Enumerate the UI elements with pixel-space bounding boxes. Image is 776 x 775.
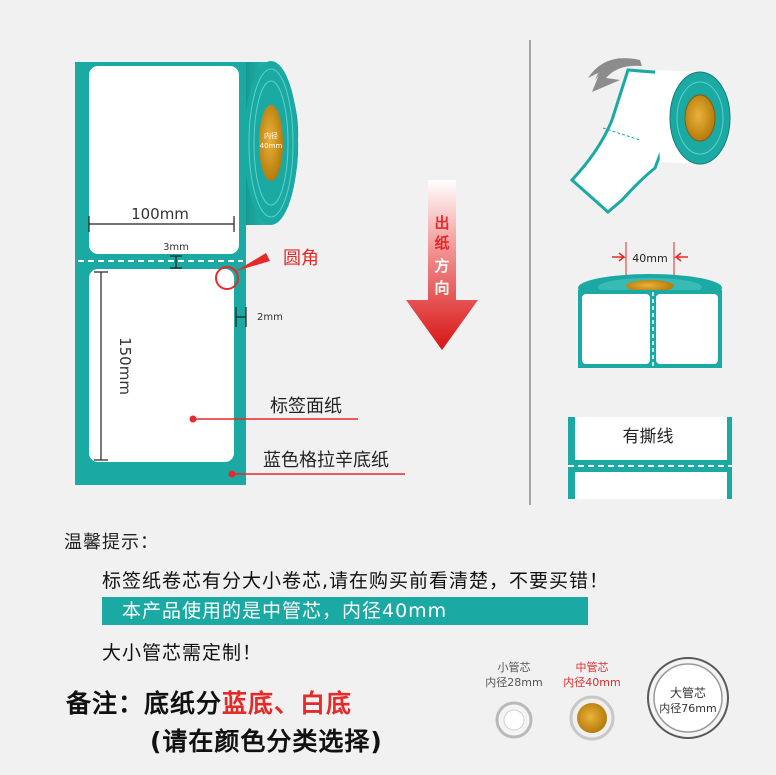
small-core-spec: 内径28mm — [485, 675, 542, 689]
corner-label: 圆角 — [283, 248, 319, 269]
direction-char-3: 方 — [434, 257, 449, 275]
height-label: 150mm — [116, 337, 134, 395]
corner-highlight-circle — [215, 266, 239, 290]
core-label-line1: 内径 — [264, 131, 278, 140]
roll-side-view: 40mm — [578, 242, 722, 368]
tear-sample-label-bottom — [575, 472, 727, 499]
large-core-spec: 内径76mm — [659, 701, 716, 715]
paper-direction-arrow: 出 纸 方 向 — [406, 180, 478, 350]
width-label: 100mm — [131, 205, 189, 223]
corner-pointer — [236, 253, 270, 271]
roll-core-icon — [259, 105, 283, 181]
label-sheet-top — [89, 66, 239, 254]
direction-char-2: 纸 — [434, 234, 449, 252]
core-size-comparison: 小管芯 内径28mm 中管芯 内径40mm 大管芯 内径76mm — [485, 657, 729, 741]
gap-label: 3mm — [163, 242, 189, 253]
small-core-name: 小管芯 — [498, 660, 531, 674]
medium-core-name: 中管芯 — [576, 660, 609, 674]
small-roll-core-icon — [684, 94, 716, 142]
main-label-roll: 内径 40mm — [75, 61, 299, 485]
face-paper-label: 标签面纸 — [270, 396, 342, 417]
unrolling-roll — [569, 58, 731, 214]
backing-paper-label: 蓝色格拉辛底纸 — [263, 450, 389, 471]
direction-char-1: 出 — [434, 214, 449, 232]
tear-sample-label-top — [575, 417, 727, 460]
direction-char-4: 向 — [434, 279, 449, 297]
core-top-icon — [626, 280, 674, 292]
label-sheet-bottom — [89, 269, 234, 462]
inner-diameter-label: 40mm — [632, 252, 667, 265]
down-arrow-icon — [406, 180, 478, 350]
margin-label: 2mm — [257, 312, 283, 323]
medium-core-spec: 内径40mm — [563, 675, 620, 689]
large-core-name: 大管芯 — [670, 685, 706, 700]
core-label-line2: 40mm — [260, 142, 283, 150]
tear-line-sample: 有撕线 — [568, 417, 732, 499]
tear-line-label: 有撕线 — [623, 427, 674, 447]
